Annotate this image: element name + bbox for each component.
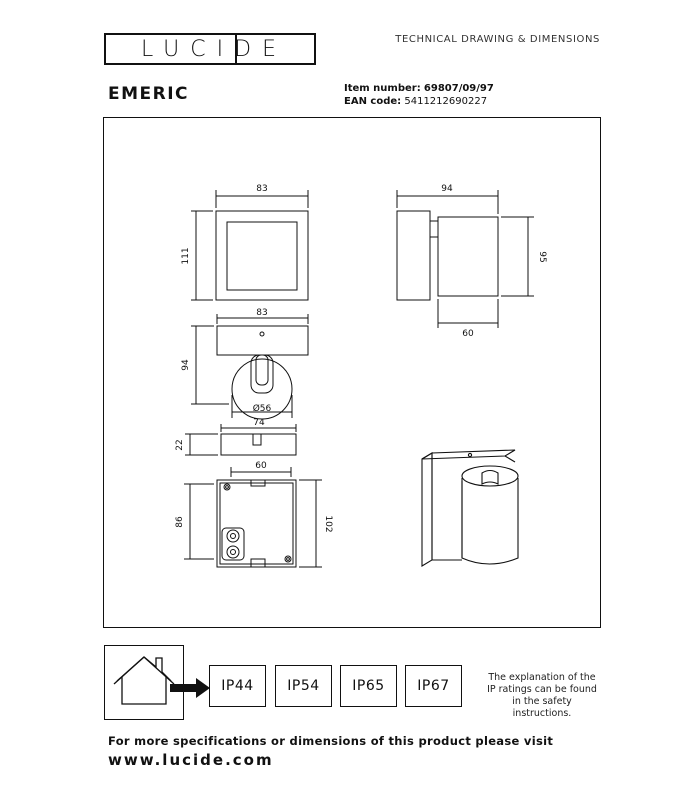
dim-front-height: 111 (181, 247, 191, 264)
ean-value: 5411212690227 (404, 96, 488, 107)
dim-side-height: 95 (537, 251, 547, 262)
ip-explanation-note: The explanation of the IP ratings can be… (487, 672, 597, 719)
drawing-canvas: 83 111 94 95 60 83 94 Ø56 74 22 60 86 10… (175, 184, 547, 568)
product-meta: Item number: 69807/09/97 EAN code: 54112… (344, 82, 494, 108)
ip-rating-ip67: IP67 (405, 665, 462, 707)
logo-divider (235, 33, 237, 65)
document-type: TECHNICAL DRAWING & DIMENSIONS (395, 34, 600, 45)
side-view (396, 190, 534, 328)
dim-base-width: 74 (253, 418, 265, 428)
top-view (191, 314, 309, 420)
perspective-view (421, 449, 519, 567)
brand-logo: LUCIDE (104, 33, 316, 65)
ean-row: EAN code: 5411212690227 (344, 95, 494, 108)
house-icon-box (104, 645, 184, 720)
dim-side-head-width: 60 (462, 329, 474, 339)
dim-front-width: 83 (256, 184, 267, 194)
front-view (191, 190, 309, 301)
technical-drawing: 83 111 94 95 60 83 94 Ø56 74 22 60 86 10… (103, 117, 601, 628)
ip-rating-ip54: IP54 (275, 665, 332, 707)
house-icon (113, 656, 175, 705)
dim-back-inner-width: 60 (255, 461, 267, 471)
dim-side-depth: 94 (441, 184, 453, 194)
dim-base-height: 22 (175, 439, 185, 450)
arrow-right-icon (170, 678, 210, 698)
item-number-label: Item number: (344, 83, 421, 94)
item-number-value: 69807/09/97 (423, 83, 494, 94)
ip-rating-ip44: IP44 (209, 665, 266, 707)
ip-rating-ip65: IP65 (340, 665, 397, 707)
back-view (184, 467, 322, 568)
dim-top-diameter: Ø56 (253, 403, 272, 414)
website-link[interactable]: www.lucide.com (108, 751, 274, 769)
product-name: EMERIC (108, 84, 190, 104)
dim-top-width: 83 (256, 308, 267, 318)
item-number-row: Item number: 69807/09/97 (344, 82, 494, 95)
dim-back-inner-height: 86 (175, 516, 185, 528)
base-view (185, 424, 297, 456)
ean-label: EAN code: (344, 96, 402, 107)
dim-top-depth: 94 (181, 359, 191, 371)
footer-text: For more specifications or dimensions of… (108, 734, 554, 748)
brand-logo-text: LUCIDE (141, 37, 287, 62)
dim-back-height: 102 (323, 515, 333, 532)
